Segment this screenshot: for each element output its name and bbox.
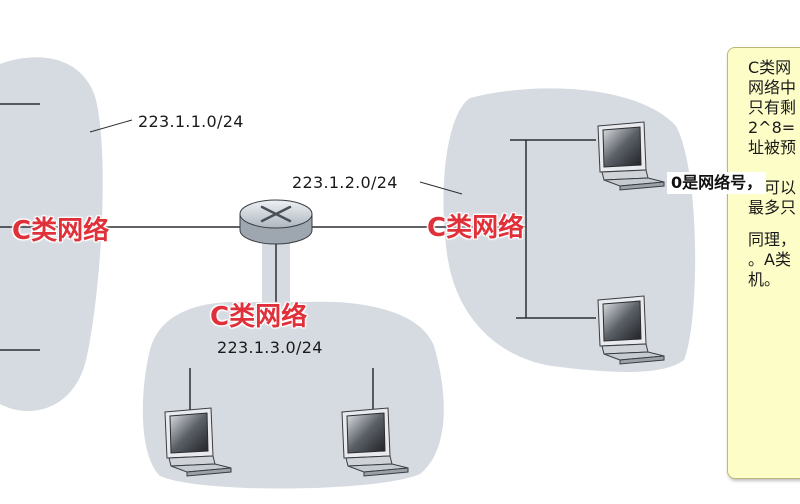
class-c-label-right: C类网络 <box>427 213 525 243</box>
network-number-callout: 0是网络号， <box>667 172 767 194</box>
subnet-1-address: 223.1.1.0/24 <box>138 112 244 131</box>
note-line: 机。 <box>748 270 781 289</box>
subnet-1-label-leader <box>89 119 133 133</box>
note-line: 2^8= <box>748 118 796 137</box>
note-line: 网络中 <box>748 78 797 97</box>
note-line: 最多只 <box>748 198 797 217</box>
subnet-2-address: 223.1.2.0/24 <box>292 173 398 192</box>
note-line: 址被预 <box>748 138 797 157</box>
note-paragraph-2: 同理， 。A类 机。 <box>748 230 800 290</box>
router-icon <box>239 199 313 245</box>
subnet-1-cloud <box>0 57 103 412</box>
note-line: 。A类 <box>748 250 791 269</box>
subnet-2-label-leader <box>419 181 463 195</box>
subnet-3-address: 223.1.3.0/24 <box>217 338 323 357</box>
class-c-label-bottom: C类网络 <box>210 302 308 332</box>
note-line: C类网 <box>748 58 792 77</box>
explanation-note: C类网 网络中 只有剩 2^8= 址被预 址可以 最多只 同理， 。A类 机。 <box>727 47 800 479</box>
note-line: 只有剩 <box>748 98 797 117</box>
note-paragraph-1: C类网 网络中 只有剩 2^8= 址被预 址可以 最多只 <box>748 58 800 218</box>
class-c-label-left: C类网络 <box>12 216 110 246</box>
note-line: 同理， <box>748 230 797 249</box>
